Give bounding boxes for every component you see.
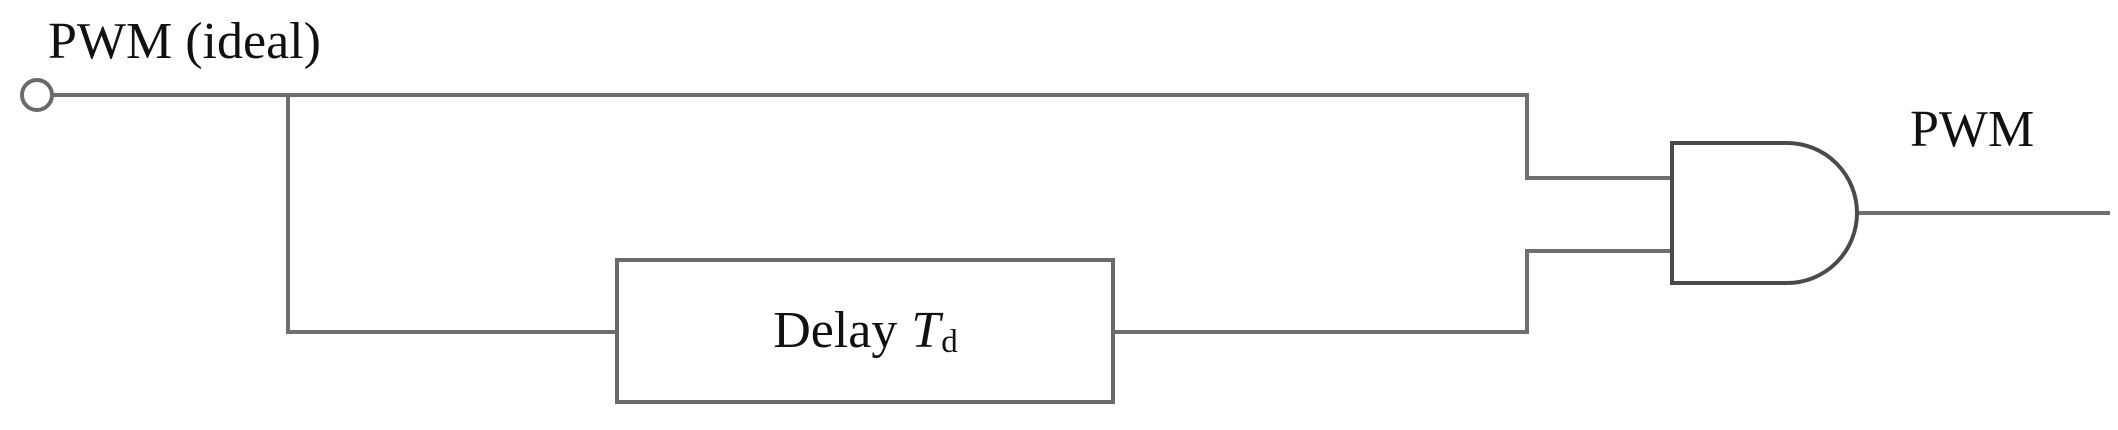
input-terminal-circle[interactable] [20, 78, 54, 112]
and-gate-body [1670, 141, 1859, 285]
delay-time-subscript: d [941, 323, 958, 360]
delay-block-rect [615, 258, 1115, 404]
delay-time-symbol: T [911, 302, 941, 359]
wire-input-to-and-top [50, 93, 1674, 180]
wire-branch-to-delay [286, 93, 619, 334]
delay-block-text: Delay [773, 302, 898, 359]
input-signal-label: PWM (ideal) [48, 13, 321, 70]
output-signal-label: PWM [1910, 101, 2035, 158]
wire-delay-to-and-bottom [1111, 249, 1674, 334]
